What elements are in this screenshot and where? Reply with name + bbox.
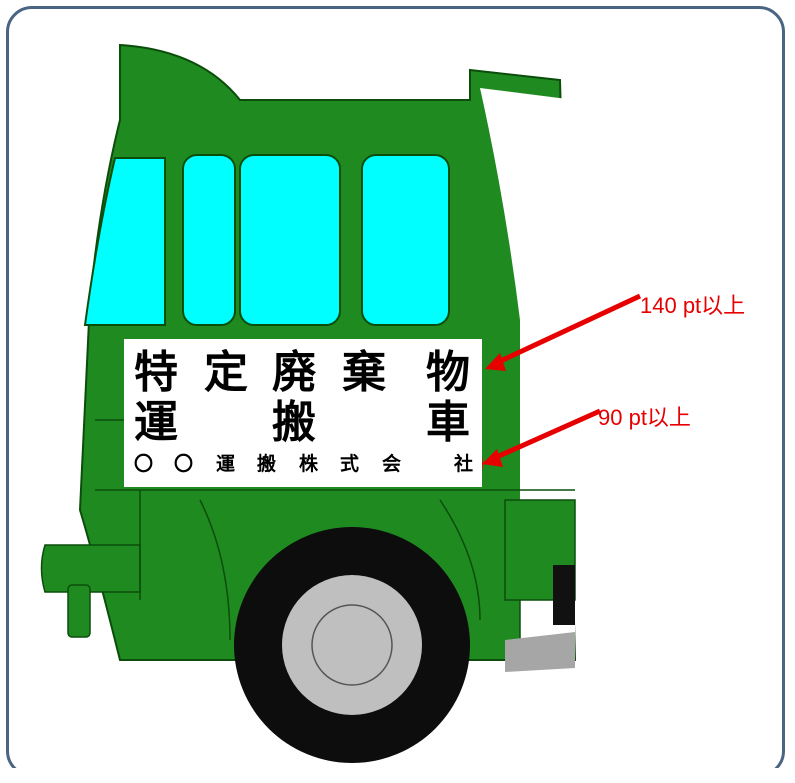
sign-char: 棄 xyxy=(342,347,386,398)
sign-char: 物 xyxy=(426,347,470,398)
front-bumper xyxy=(40,544,141,593)
size-label-large: 140 pt以上 xyxy=(640,293,746,318)
sign-char: 式 xyxy=(340,453,360,475)
sign-char: 特 xyxy=(134,347,178,398)
grey-trim xyxy=(505,632,575,672)
window-front xyxy=(83,157,166,326)
step-dark xyxy=(553,565,575,625)
sign-char: 運 xyxy=(134,397,178,448)
sign-char: 車 xyxy=(426,397,470,448)
sign-char: 株 xyxy=(299,453,319,475)
sign-char: 定 xyxy=(204,347,248,398)
arrowhead-large xyxy=(485,353,506,371)
wheel-rim xyxy=(282,575,422,715)
window-left xyxy=(182,154,236,326)
window-middle xyxy=(239,154,341,326)
sign-char: 搬 xyxy=(272,397,316,448)
sign-char: 運 xyxy=(216,453,236,475)
window-right xyxy=(361,154,450,326)
arrow-large xyxy=(490,293,642,368)
sign-char: 搬 xyxy=(257,453,277,475)
transport-sign: 特 定 廃 棄 物 運 搬 車 〇 〇 運 搬 株 式 会 社 xyxy=(124,339,482,487)
ground-mask xyxy=(0,768,795,783)
hub xyxy=(311,604,393,686)
mud-flap xyxy=(67,584,91,638)
sign-char: 廃 xyxy=(272,347,316,398)
sign-char: 〇 xyxy=(174,453,194,475)
arrowhead-small xyxy=(482,449,503,467)
arrow-small xyxy=(488,408,602,463)
sign-char: 会 xyxy=(382,453,402,475)
size-label-small: 90 pt以上 xyxy=(598,405,691,430)
sign-char: 社 xyxy=(454,453,474,475)
sign-char: 〇 xyxy=(134,453,154,475)
